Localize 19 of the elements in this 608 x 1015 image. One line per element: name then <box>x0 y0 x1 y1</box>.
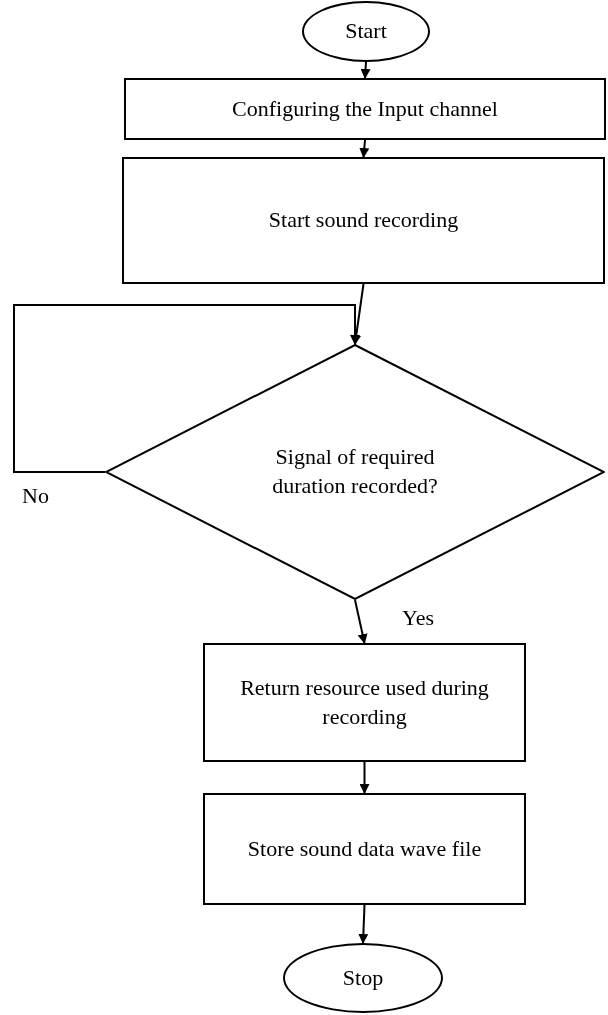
process-box <box>203 643 526 762</box>
node-text: Start <box>345 17 387 46</box>
arrow <box>351 283 365 345</box>
arrow <box>354 599 368 644</box>
process-box <box>124 78 606 140</box>
arrow <box>360 61 371 79</box>
node-text: Signal of required duration recorded? <box>271 443 439 500</box>
node-text: Configuring the Input channel <box>232 94 498 123</box>
process-box <box>203 793 526 905</box>
node-text: Return resource used during recording <box>239 673 490 731</box>
node-text: Store sound data wave file <box>247 834 482 863</box>
arrow <box>359 761 370 794</box>
node-text: Stop <box>342 963 384 992</box>
arrow <box>13 304 360 473</box>
decision-diamond <box>105 344 605 600</box>
node-text: Start sound recording <box>268 206 459 235</box>
process-box <box>122 157 605 284</box>
arrow <box>358 904 369 944</box>
arrow <box>359 139 370 158</box>
